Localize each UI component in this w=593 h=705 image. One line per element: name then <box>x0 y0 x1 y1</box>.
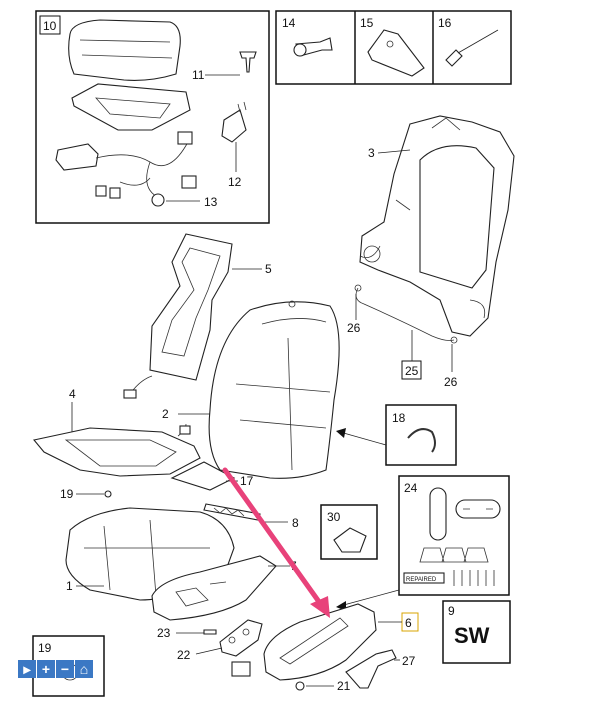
part-21: 21 <box>231 661 351 693</box>
label-8: 8 <box>292 516 299 530</box>
label-21: 21 <box>337 679 351 693</box>
label-14: 14 <box>282 16 296 30</box>
label-1: 1 <box>66 579 73 593</box>
label-24: 24 <box>404 481 418 495</box>
label-18: 18 <box>392 411 406 425</box>
label-19a: 19 <box>60 487 74 501</box>
label-13: 13 <box>204 195 218 209</box>
label-11: 11 <box>192 68 205 82</box>
label-19b: 19 <box>38 641 52 655</box>
home-button[interactable]: ⌂ <box>75 660 93 678</box>
fastener-boxes: 14 15 16 <box>275 10 512 85</box>
zoom-out-button[interactable]: − <box>56 660 74 678</box>
select-tool-button[interactable]: ▸ <box>18 660 36 678</box>
label-6: 6 <box>405 616 412 630</box>
sw-text: SW <box>454 623 490 648</box>
switch-plate-22: 23 22 <box>157 619 263 662</box>
label-26b: 26 <box>444 375 458 389</box>
label-9: 9 <box>448 604 455 618</box>
box-9: 9 SW <box>442 600 511 664</box>
label-12: 12 <box>228 175 242 189</box>
label-23: 23 <box>157 626 171 640</box>
kit-box-10: 10 11 12 13 <box>35 10 270 224</box>
label-30: 30 <box>327 510 341 524</box>
side-panel-6: 6 <box>263 603 419 681</box>
box-18: 18 <box>336 404 457 466</box>
label-15: 15 <box>360 16 374 30</box>
label-4: 4 <box>69 387 76 401</box>
zoom-toolbar: ▸ + − ⌂ <box>18 660 93 678</box>
label-27: 27 <box>402 654 416 668</box>
pad-17: 17 <box>170 461 254 491</box>
backrest-cushion-2: 2 <box>162 300 340 479</box>
label-10: 10 <box>43 19 57 33</box>
label-3: 3 <box>368 146 375 160</box>
label-17: 17 <box>240 474 254 488</box>
label-22: 22 <box>177 648 191 662</box>
repaired-label: REPAIRED <box>406 577 437 583</box>
label-25: 25 <box>405 364 419 378</box>
label-16: 16 <box>438 16 452 30</box>
zoom-in-button[interactable]: + <box>37 660 55 678</box>
box-30: 30 <box>320 504 378 560</box>
pointer-arrow <box>222 467 330 618</box>
label-2: 2 <box>162 407 169 421</box>
backrest-frame-3: 3 26 25 26 <box>347 115 515 389</box>
label-26a: 26 <box>347 321 361 335</box>
bracket-27: 27 <box>345 649 416 689</box>
box-24: 24 REPAIRED <box>336 475 510 611</box>
heater-mat-4: 4 <box>32 387 201 477</box>
heater-mat-5: 5 <box>123 233 272 399</box>
label-5: 5 <box>265 262 272 276</box>
